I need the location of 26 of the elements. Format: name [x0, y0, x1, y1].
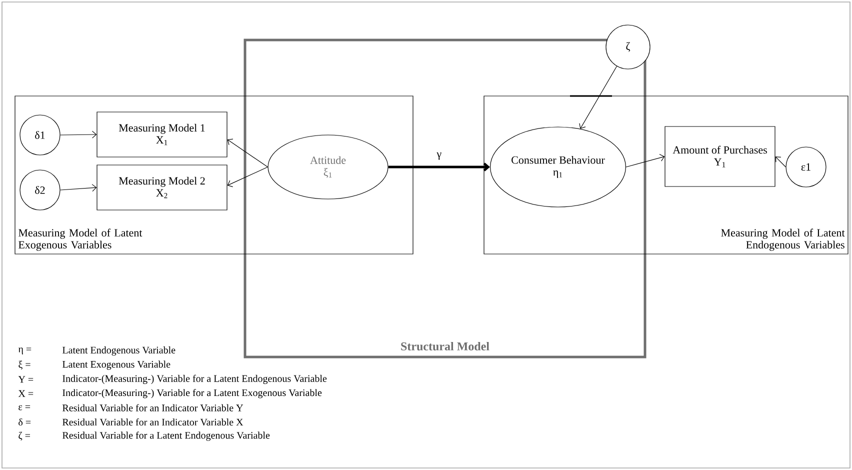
indicator-box: Amount of Purchases Y$_{1}$ [664, 126, 776, 187]
definition-text: Indicator-(Measuring-) Variable for a Latent Endogenous Variable [62, 374, 327, 384]
definition-text: Residual Variable for a Latent Endogenous Variable [62, 432, 270, 441]
symbol-label: η = [18, 348, 32, 354]
arrow [579, 66, 618, 129]
symbol-label: ε = [18, 405, 30, 410]
definition-text: Residual Variable for an Indicator Variable Y [62, 404, 244, 412]
symbol-label: Y = [18, 376, 34, 383]
arrow [227, 138, 268, 168]
arrow [60, 130, 97, 138]
definition-text: Indicator-(Measuring-) Variable for a Latent Exogenous Variable [62, 389, 322, 398]
symbol-label: ξ = [18, 360, 30, 370]
arrow [60, 184, 97, 192]
symbol-label: δ = [18, 418, 31, 426]
definition-text: Latent Endogenous Variable [62, 346, 176, 356]
indicator-box: Measuring Model 1 X$_{1}$ [96, 112, 228, 158]
edge-label: γ [436, 151, 443, 161]
definition-text: Residual Variable for an Indicator Variable X [62, 418, 244, 426]
symbol-label: ζ = [18, 432, 30, 441]
definition-text: Latent Exogenous Variable [62, 360, 170, 370]
arrow [775, 156, 786, 168]
indicator-box: Measuring Model 2 X$_{2}$ [96, 164, 228, 210]
arrow [227, 166, 268, 188]
arrow [388, 162, 490, 172]
arrow [626, 154, 665, 168]
symbol-label: X = [18, 390, 34, 397]
